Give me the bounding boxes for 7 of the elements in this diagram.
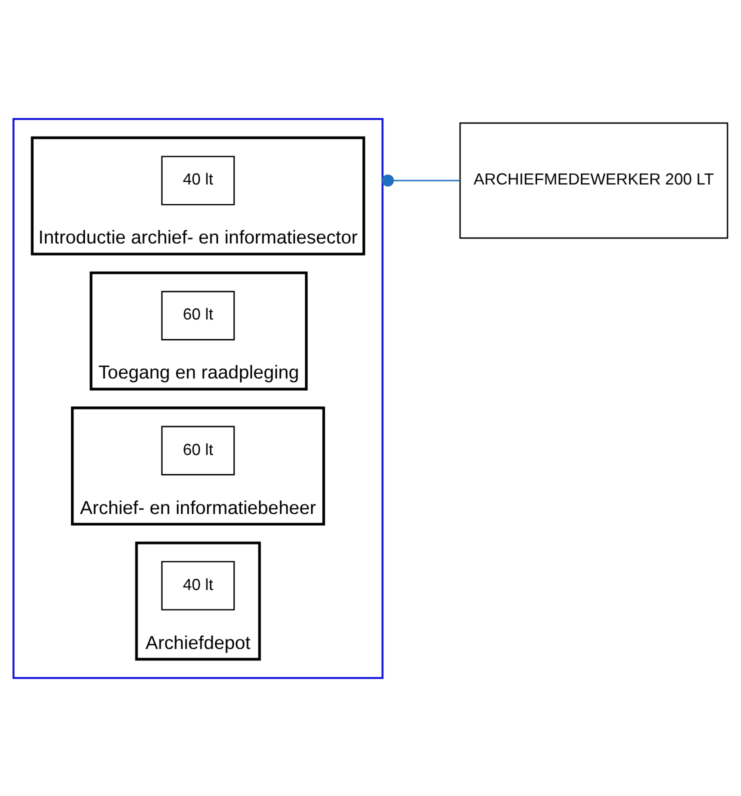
node-box: ARCHIEFMEDEWERKER 200 LT <box>459 122 728 238</box>
node-box: 60 lt <box>161 425 235 475</box>
cluster <box>12 118 384 678</box>
node-box: 40 lt <box>161 155 235 205</box>
node-box: 40 lt <box>161 560 235 610</box>
node-box: 60 lt <box>161 290 235 340</box>
connector <box>382 174 460 186</box>
